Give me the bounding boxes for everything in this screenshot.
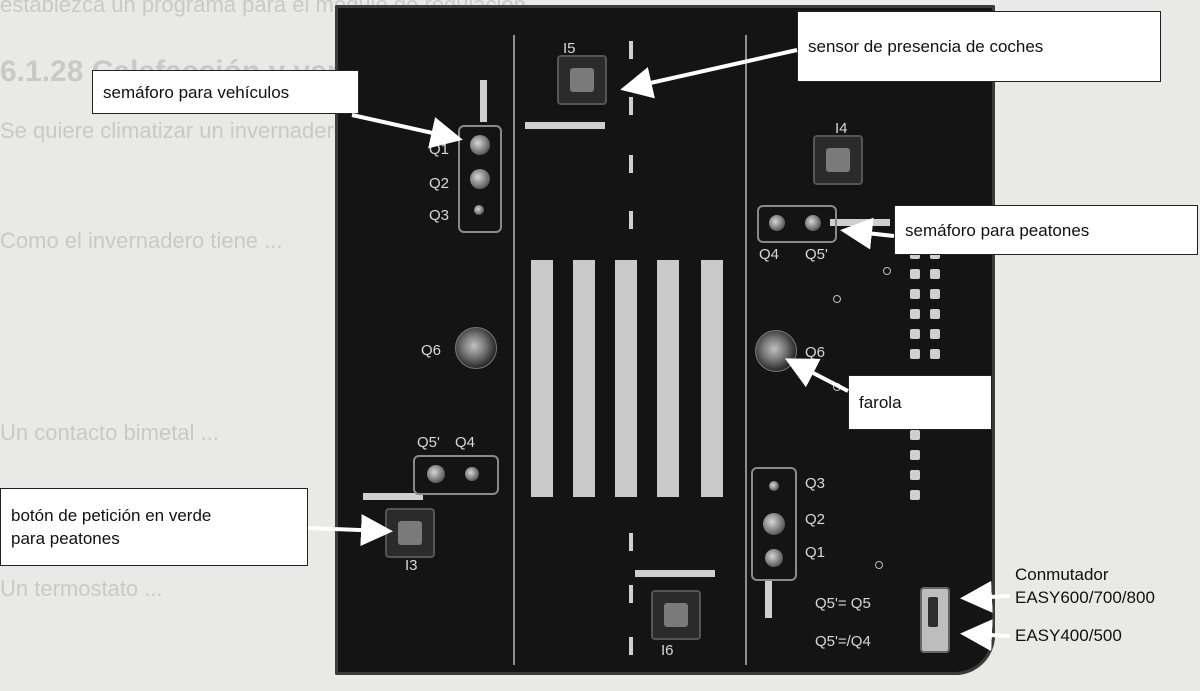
- label-q2-right: Q2: [805, 512, 825, 527]
- label-switch-top: Q5'= Q5: [815, 596, 871, 611]
- label-i3: I3: [405, 558, 418, 573]
- callout-text-line: botón de petición en verde: [11, 504, 211, 527]
- label-switch-bottom: Q5'=/Q4: [815, 634, 871, 649]
- label-q5p-left: Q5': [417, 435, 440, 450]
- pedestrian-red-lamp: [769, 215, 785, 231]
- label-q3-right: Q3: [805, 476, 825, 491]
- vehicle-traffic-light-bottom: [751, 467, 797, 581]
- pedestrian-green-lamp: [805, 215, 821, 231]
- red-lamp: [765, 549, 783, 567]
- pedestrian-request-button-i3[interactable]: [385, 508, 435, 558]
- callout-car-presence-sensor: sensor de presencia de coches: [797, 11, 1161, 82]
- green-lamp: [769, 481, 779, 491]
- road-edge-right: [745, 35, 747, 665]
- stop-bar-top: [525, 122, 605, 129]
- led-dot: [875, 561, 883, 569]
- background-line: Un termostato ...: [0, 576, 163, 602]
- crossing-bar-left: [363, 493, 423, 500]
- background-line: Se quiere climatizar un invernadero ...: [0, 118, 371, 144]
- button-i4[interactable]: [813, 135, 863, 185]
- car-sensor-i6[interactable]: [651, 590, 701, 640]
- lane-dash: [629, 155, 633, 173]
- pole-bottom-right: [765, 580, 772, 618]
- pedestrian-green-lamp: [427, 465, 445, 483]
- stop-bar-bottom: [635, 570, 715, 577]
- callout-text: semáforo para vehículos: [103, 81, 289, 104]
- green-lamp: [474, 205, 484, 215]
- street-lamp-right: [755, 330, 797, 372]
- pedestrian-red-lamp: [465, 467, 479, 481]
- amber-lamp: [470, 169, 490, 189]
- crosswalk-stripe: [531, 260, 553, 497]
- pedestrian-traffic-light-left: [413, 455, 499, 495]
- label-q1-right: Q1: [805, 545, 825, 560]
- label-q4-right: Q4: [759, 247, 779, 262]
- label-q3-left: Q3: [429, 208, 449, 223]
- callout-pedestrian-request-button: botón de petición en verde para peatones: [0, 488, 308, 566]
- lane-dash: [629, 41, 633, 59]
- amber-lamp: [763, 513, 785, 535]
- label-q6-left: Q6: [421, 343, 441, 358]
- label-q4-left: Q4: [455, 435, 475, 450]
- crosswalk-stripe: [657, 260, 679, 497]
- pole-top-left: [480, 80, 487, 122]
- lane-dash: [629, 637, 633, 655]
- label-q1-left: Q1: [429, 142, 449, 157]
- led-dot: [833, 383, 841, 391]
- crosswalk-stripe: [701, 260, 723, 497]
- callout-text: farola: [859, 391, 902, 414]
- callout-text-line: para peatones: [11, 527, 211, 550]
- callout-pedestrian-traffic-light: semáforo para peatones: [894, 205, 1198, 255]
- street-lamp-left: [455, 327, 497, 369]
- lane-dash: [629, 585, 633, 603]
- lane-dash: [629, 97, 633, 115]
- crossing-bar-right: [830, 219, 890, 226]
- label-i4: I4: [835, 121, 848, 136]
- label-switch-title: Conmutador: [1015, 563, 1109, 586]
- road-edge-left: [513, 35, 515, 665]
- red-lamp: [470, 135, 490, 155]
- lane-dash: [629, 533, 633, 551]
- background-line: Un contacto bimetal ...: [0, 420, 219, 446]
- callout-text: sensor de presencia de coches: [808, 35, 1043, 58]
- callout-text: semáforo para peatones: [905, 219, 1089, 242]
- background-line: Como el invernadero tiene ...: [0, 228, 283, 254]
- label-switch-models-600-800: EASY600/700/800: [1015, 586, 1155, 609]
- label-switch-models-400-500: EASY400/500: [1015, 624, 1122, 647]
- led-dot: [833, 295, 841, 303]
- lane-dash: [629, 211, 633, 229]
- led-dot: [883, 267, 891, 275]
- label-i5: I5: [563, 41, 576, 56]
- traffic-light-board: I5 I4 I3 I6 Q1 Q2 Q3 Q4 Q5' Q6 Q6 Q5' Q4…: [335, 5, 995, 675]
- label-q6-right: Q6: [805, 345, 825, 360]
- mode-selector-switch[interactable]: [920, 587, 950, 653]
- car-sensor-i5[interactable]: [557, 55, 607, 105]
- label-q5p-right: Q5': [805, 247, 828, 262]
- label-i6: I6: [661, 643, 674, 658]
- crosswalk-stripe: [573, 260, 595, 497]
- crosswalk-stripe: [615, 260, 637, 497]
- callout-street-lamp: farola: [848, 375, 992, 430]
- vehicle-traffic-light-top: [458, 125, 502, 233]
- pedestrian-traffic-light-right: [757, 205, 837, 243]
- callout-vehicle-traffic-light: semáforo para vehículos: [92, 70, 359, 114]
- label-q2-left: Q2: [429, 176, 449, 191]
